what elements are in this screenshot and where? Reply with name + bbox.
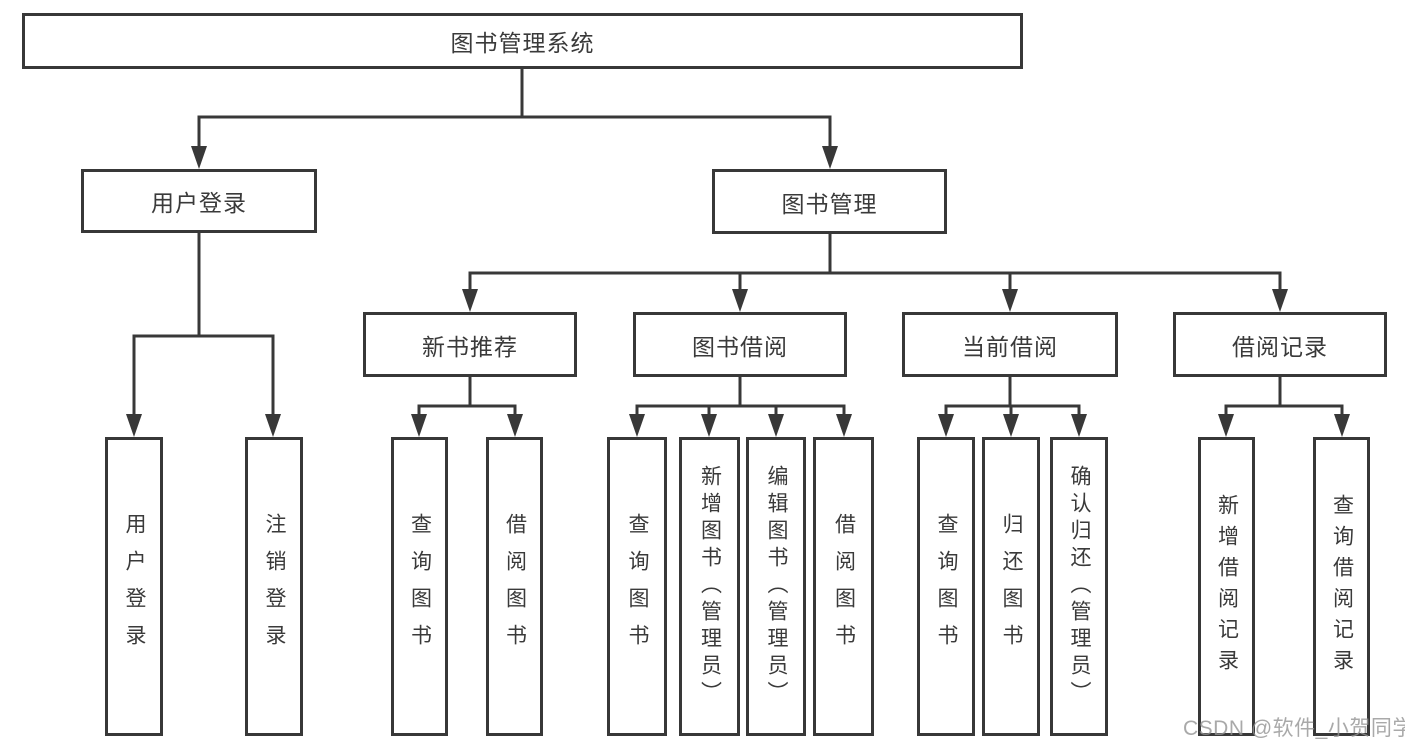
edge-bookmgmt-to-level3 xyxy=(468,234,1282,296)
arrowhead xyxy=(732,289,748,312)
arrowhead xyxy=(768,414,784,437)
node-confirm-return-admin: 确认归还（管理员） xyxy=(1050,437,1108,736)
node-label: 新增借阅记录 xyxy=(1215,493,1239,680)
arrowhead xyxy=(1334,414,1350,437)
node-label: 图书管理 xyxy=(781,190,878,217)
node-label: 借阅记录 xyxy=(1232,333,1328,360)
arrowhead xyxy=(938,414,954,437)
node-label: 查询借阅记录 xyxy=(1330,493,1354,680)
watermark-text: CSDN @软件_小贺同学 xyxy=(1183,717,1405,740)
node-library-management-system: 图书管理系统 xyxy=(22,13,1023,69)
node-label: 归还图书 xyxy=(1000,512,1023,661)
arrowhead xyxy=(822,146,838,169)
edge-bookborrow-to-leaves xyxy=(635,377,846,421)
node-label: 确认归还（管理员） xyxy=(1068,465,1091,708)
arrowhead xyxy=(126,414,142,437)
arrowhead xyxy=(836,414,852,437)
arrowhead xyxy=(191,146,207,169)
node-borrow-books-recommend: 借阅图书 xyxy=(486,437,543,736)
arrowhead xyxy=(1218,414,1234,437)
node-query-books-current: 查询图书 xyxy=(917,437,975,736)
node-book-management: 图书管理 xyxy=(712,169,947,234)
node-label: 编辑图书（管理员） xyxy=(765,465,788,708)
edge-currentborrow-to-leaves xyxy=(944,377,1081,421)
arrowhead xyxy=(265,414,281,437)
node-user-login: 用户登录 xyxy=(81,169,317,233)
node-label: 图书借阅 xyxy=(692,333,788,360)
node-label: 查询图书 xyxy=(408,512,432,661)
arrowhead xyxy=(411,414,427,437)
node-borrow-books-borrow: 借阅图书 xyxy=(813,437,874,736)
arrowheads xyxy=(126,146,1350,437)
node-add-books-admin: 新增图书（管理员） xyxy=(679,437,740,736)
arrowhead xyxy=(1002,289,1018,312)
node-edit-books-admin: 编辑图书（管理员） xyxy=(746,437,806,736)
arrowhead xyxy=(701,414,717,437)
arrowhead xyxy=(1003,414,1019,437)
node-query-books-borrow: 查询图书 xyxy=(607,437,667,736)
node-label: 新增图书（管理员） xyxy=(698,465,722,708)
node-user-login-leaf: 用户登录 xyxy=(105,437,163,736)
node-label: 新书推荐 xyxy=(422,333,518,360)
node-label: 当前借阅 xyxy=(962,333,1058,360)
node-label: 用户登录 xyxy=(151,190,247,216)
edge-root-to-level2 xyxy=(197,69,832,152)
edge-borrowrecords-to-leaves xyxy=(1224,377,1344,421)
node-label: 注销登录 xyxy=(263,512,286,661)
node-current-borrow: 当前借阅 xyxy=(902,312,1118,377)
node-book-borrow: 图书借阅 xyxy=(633,312,847,377)
node-query-books-recommend: 查询图书 xyxy=(391,437,448,736)
node-new-book-recommend: 新书推荐 xyxy=(363,312,577,377)
node-borrow-records: 借阅记录 xyxy=(1173,312,1387,377)
arrowhead xyxy=(462,289,478,312)
node-label: 查询图书 xyxy=(935,512,958,661)
node-logout-leaf: 注销登录 xyxy=(245,437,303,736)
node-return-books: 归还图书 xyxy=(982,437,1040,736)
edge-userlogin-to-leaves xyxy=(132,233,275,420)
node-label: 图书管理系统 xyxy=(450,30,595,56)
node-label: 借阅图书 xyxy=(832,512,856,661)
node-label: 借阅图书 xyxy=(503,512,527,661)
edge-newbookrec-to-leaves xyxy=(417,377,517,421)
node-add-borrow-record: 新增借阅记录 xyxy=(1198,437,1255,736)
node-label: 用户登录 xyxy=(123,512,146,661)
arrowhead xyxy=(629,414,645,437)
node-query-borrow-record: 查询借阅记录 xyxy=(1313,437,1370,736)
arrowhead xyxy=(507,414,523,437)
arrowhead xyxy=(1071,414,1087,437)
arrowhead xyxy=(1272,289,1288,312)
node-label: 查询图书 xyxy=(626,512,649,661)
